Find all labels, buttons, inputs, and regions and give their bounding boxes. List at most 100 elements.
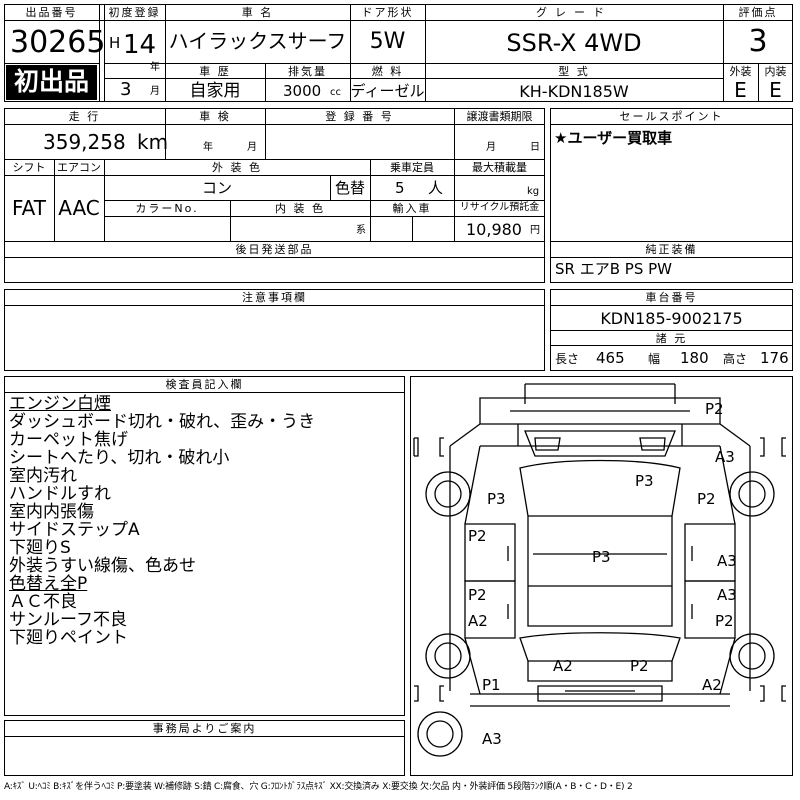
- later-parts-label: 後日発送部品: [235, 243, 314, 256]
- recycle-label: リサイクル預託金: [459, 202, 540, 213]
- fuel-value: ディーゼル: [350, 82, 425, 100]
- office-label: 事務局よりご案内: [152, 722, 257, 735]
- recycle-value: 10,980: [466, 220, 522, 239]
- ac-value: AAC: [58, 196, 100, 220]
- inspector-note: 室内汚れ: [9, 466, 77, 486]
- history-value: 自家用: [189, 81, 241, 101]
- fuel-label: 燃 料: [371, 65, 404, 78]
- import-label: 輸入車: [392, 202, 432, 215]
- capacity-label: 乗車定員: [390, 161, 434, 174]
- inspection-month-unit: 月: [247, 142, 257, 153]
- int-label: 内装: [764, 65, 787, 78]
- damage-mark: P3: [635, 472, 654, 490]
- header-grid: [4, 4, 793, 102]
- damage-mark: P2: [468, 586, 487, 604]
- inspection-label: 車 検: [199, 110, 231, 123]
- ac-label: エアコン: [57, 161, 101, 174]
- sales-point-box: [550, 108, 793, 283]
- inspector-note: サンルーフ不良: [9, 610, 127, 630]
- damage-mark: P2: [697, 490, 716, 508]
- color-change-label: 色替: [334, 179, 365, 197]
- color-label: 外 装 色: [212, 161, 262, 174]
- damage-mark: A3: [717, 552, 737, 570]
- capacity-value: 5: [395, 179, 405, 197]
- damage-mark: A3: [482, 730, 502, 748]
- score-value: 3: [748, 24, 768, 59]
- first-listing-badge: [6, 65, 97, 100]
- load-unit: kg: [527, 186, 540, 197]
- model-label: 車 名: [241, 6, 274, 19]
- grade-label: グレード: [536, 6, 612, 19]
- era: H: [109, 34, 121, 52]
- year-unit: 年: [150, 62, 160, 73]
- recycle-unit: 円: [530, 225, 540, 236]
- chassis-number: KDN185-9002175: [600, 309, 743, 328]
- sales-point-text: ★ユーザー買取車: [554, 129, 673, 147]
- length-label: 長さ: [555, 352, 580, 366]
- inspector-note: ダッシュボード切れ・破れ、歪み・うき: [9, 412, 316, 432]
- equipment-value: SR エアB PS PW: [555, 260, 672, 278]
- car-diagram: P2 A3 P3 P3 P2 P2 P3 A3 P2 A3 A2 P2 A2 P…: [413, 383, 786, 757]
- vehicle-info-grid: [4, 108, 545, 283]
- chassis-label: 車台番号: [645, 291, 698, 304]
- inspector-note: 外装うすい線傷、色あせ: [9, 556, 196, 576]
- length-value: 465: [596, 349, 625, 367]
- damage-mark: A3: [715, 448, 735, 466]
- color-value: コン: [201, 179, 232, 197]
- month-unit: 月: [150, 86, 160, 97]
- inspector-note: 下廻りペイント: [9, 628, 128, 648]
- reg-number-label: 登 録 番 号: [325, 110, 394, 123]
- reg-month: 3: [120, 79, 132, 100]
- transfer-day-unit: 日: [530, 142, 540, 153]
- lot-number: 30265: [10, 25, 106, 60]
- model-name: ハイラックスサーフ: [168, 29, 347, 53]
- displacement-value: 3000: [283, 82, 322, 100]
- damage-mark: A2: [553, 657, 573, 675]
- damage-mark: P3: [487, 490, 506, 508]
- type-value: KH-KDN185W: [519, 82, 629, 101]
- displacement-unit: cc: [330, 87, 341, 98]
- inspector-note: シートへたり、切れ・破れ小: [9, 448, 230, 468]
- type-label: 型 式: [558, 65, 590, 78]
- equipment-label: 純正装備: [645, 243, 698, 256]
- damage-mark: A3: [717, 586, 737, 604]
- shift-label: シフト: [12, 161, 46, 174]
- width-label: 幅: [648, 352, 661, 366]
- mileage-unit: km: [137, 130, 169, 154]
- damage-mark: A2: [468, 612, 488, 630]
- doors-label: ドア形状: [361, 6, 414, 19]
- transfer-month-unit: 月: [486, 142, 496, 153]
- doors-value: 5W: [369, 29, 406, 54]
- damage-mark: P2: [630, 657, 649, 675]
- inspector-note: 室内内張傷: [9, 502, 94, 522]
- legend-text: A:ｷｽﾞ U:ﾍｺﾐ B:ｷｽﾞを伴うﾍｺﾐ P:要塗装 W:補修跡 S:錆 …: [4, 782, 633, 792]
- load-label: 最大積載量: [472, 161, 527, 174]
- width-value: 180: [680, 349, 709, 367]
- inspector-notes: エンジン白煙 ダッシュボード切れ・破れ、歪み・うき カーペット焦げ シートへたり…: [9, 395, 403, 647]
- lot-number-label: 出品番号: [25, 6, 78, 19]
- ext-label: 外装: [729, 65, 752, 78]
- mileage-value: 359,258: [43, 130, 126, 154]
- car-diagram-box: [410, 376, 793, 776]
- inspector-note: エンジン白煙: [9, 394, 111, 414]
- interior-color-label: 内 装 色: [275, 202, 325, 215]
- inspector-note: ハンドルすれ: [9, 484, 111, 504]
- caution-label: 注意事項欄: [242, 291, 307, 304]
- height-label: 高さ: [723, 352, 748, 366]
- inspector-note: ＡＣ不良: [9, 592, 77, 612]
- score-label: 評価点: [738, 6, 778, 19]
- displacement-label: 排気量: [288, 65, 327, 78]
- inspector-box: [4, 376, 405, 716]
- damage-mark: P3: [592, 548, 611, 566]
- inspector-note: サイドステップA: [9, 520, 140, 540]
- reg-year: 14: [123, 30, 157, 60]
- sales-point-label: セールスポイント: [619, 110, 724, 123]
- transfer-label: 譲渡書類期限: [466, 110, 533, 123]
- inspector-label: 検査員記入欄: [165, 378, 244, 391]
- inspection-year-unit: 年: [203, 142, 213, 153]
- first-listing-text: 初出品: [13, 67, 89, 96]
- damage-mark: P1: [482, 676, 501, 694]
- inspector-note: 色替え全P: [9, 574, 88, 594]
- shift-value: FAT: [11, 196, 46, 220]
- height-value: 176: [760, 349, 789, 367]
